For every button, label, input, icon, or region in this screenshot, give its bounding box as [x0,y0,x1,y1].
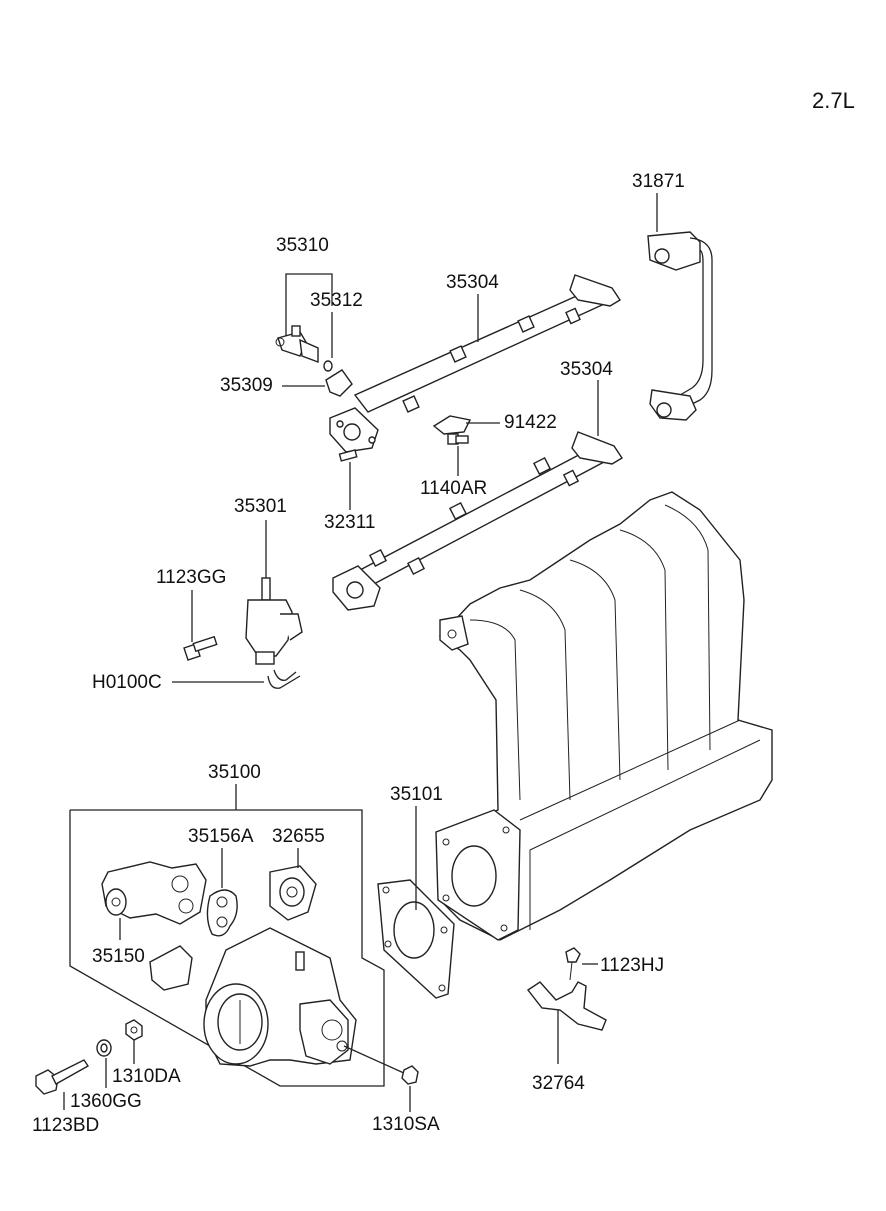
intake-manifold [435,491,773,941]
label-1140AR: 1140AR [420,478,487,499]
label-91422: 91422 [504,412,557,433]
label-35309: 35309 [220,375,273,396]
oring-35312 [323,360,333,372]
throttle-body-35100 [203,927,357,1067]
throttle-body-group-box [69,809,385,1087]
bolt-1123HJ [565,947,581,981]
label-1123GG: 1123GG [156,567,226,588]
label-1123BD: 1123BD [32,1115,99,1136]
label-1123HJ: 1123HJ [600,955,664,976]
bolt-1123GG [183,635,218,661]
label-1310SA: 1310SA [372,1114,440,1135]
label-31871: 31871 [632,171,685,192]
leader-35310-group [285,273,333,336]
label-1310DA: 1310DA [112,1066,181,1087]
fuel-rail-lower [332,431,623,611]
label-35312: 35312 [310,290,363,311]
clip-35309 [325,369,353,397]
label-35101: 35101 [390,784,443,805]
gasket-35156A [206,889,238,937]
gasket-35101 [377,879,455,999]
label-32764: 32764 [532,1073,585,1094]
bracket-32764 [526,981,607,1031]
engine-displacement-label: 2.7L [812,88,855,113]
label-35150: 35150 [92,946,145,967]
label-H0100C: H0100C [92,672,162,693]
bolt-1140AR [447,433,469,445]
leader-throttle-nut [343,1045,407,1075]
label-32311: 32311 [324,512,375,533]
label-35156A: 35156A [188,826,254,847]
connector-bracket [149,945,193,991]
nut-1310SA [401,1065,419,1085]
label-35304-lower: 35304 [560,359,613,380]
pressure-regulator-35301 [245,577,303,689]
throttle-position-sensor-32655 [269,865,317,921]
bracket-91422 [432,415,472,435]
idle-actuator-35150 [101,861,207,925]
label-35310: 35310 [276,235,329,256]
fuel-rail-upper [329,274,621,453]
label-1360GG: 1360GG [70,1091,142,1112]
stud-32311 [338,449,358,462]
fuel-pipe-31871 [647,231,713,421]
label-35301: 35301 [234,496,287,517]
washer-1360GG [96,1039,112,1057]
label-32655: 32655 [272,826,325,847]
label-35100: 35100 [208,762,261,783]
label-35304-upper: 35304 [446,272,499,293]
nut-1310DA [125,1019,143,1041]
bolt-1123BD [35,1059,90,1095]
injector-35310 [275,325,319,364]
